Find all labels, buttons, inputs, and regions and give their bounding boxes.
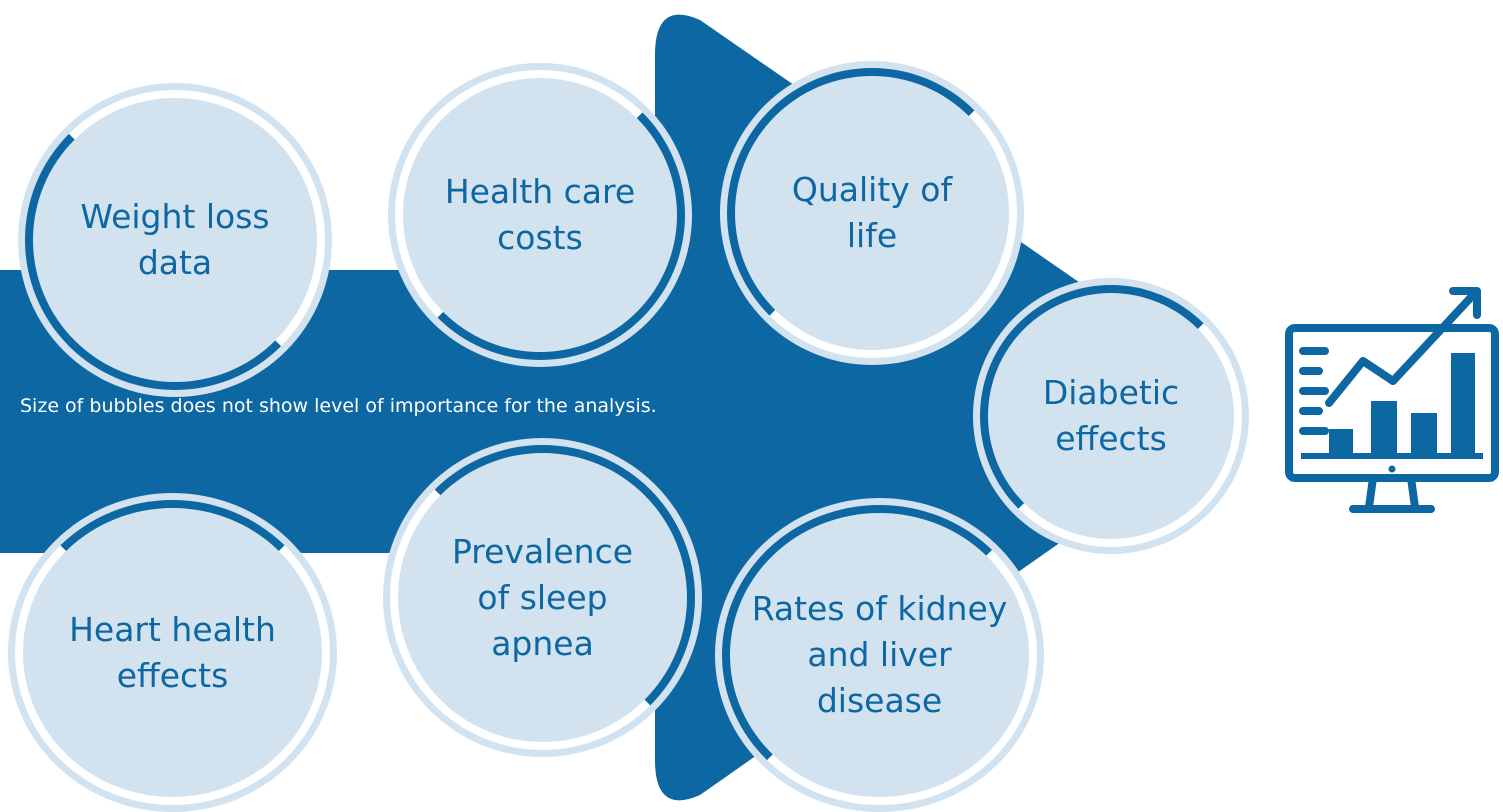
bubble-label: Weight loss data (80, 197, 270, 282)
bubble-label: Diabetic effects (1042, 373, 1180, 458)
bubble-label: Heart health effects (69, 609, 276, 695)
bubble-kidney-liver: Rates of kidney and liver disease (722, 505, 1037, 805)
bubble-heart-health: Heart health effects (15, 500, 330, 805)
bubble-sleep-apnea: Prevalence of sleep apnea (390, 445, 695, 750)
bubble-label: Health care costs (444, 172, 636, 257)
bubble-label: Rates of kidney and liver disease (751, 589, 1008, 720)
diagram-note: Size of bubbles does not show level of i… (20, 395, 657, 417)
bubble-health-care-costs: Health care costs (395, 70, 685, 360)
bubble-label: Prevalence of sleep apnea (451, 531, 634, 663)
bubble-label: Quality of life (791, 170, 953, 255)
bubble-weight-loss: Weight loss data (25, 90, 325, 390)
bubble-quality-of-life: Quality of life (727, 68, 1017, 358)
bubble-diabetic-effects: Diabetic effects (980, 285, 1242, 547)
analytics-monitor-icon (1285, 287, 1499, 513)
